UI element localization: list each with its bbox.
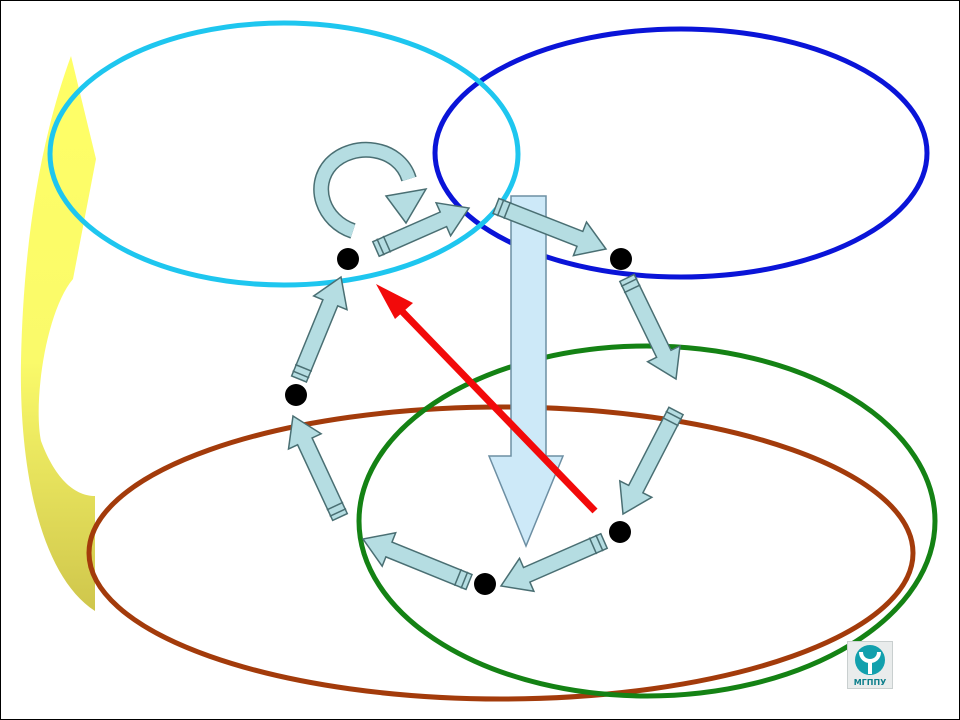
brown-ellipse <box>86 404 916 702</box>
cycle-arrow-bottom-right-to-bottom-body <box>499 532 609 593</box>
self-loop-arrow <box>313 141 428 239</box>
blue-ellipse <box>432 26 930 280</box>
cycle-arrow-top-to-right-node-body <box>492 197 608 257</box>
node-bottom <box>474 573 496 595</box>
cycle-arrow-right-down-tail-band-2 <box>623 284 641 294</box>
cycle-arrow-right-down <box>618 273 681 381</box>
cycle-arrow-right-lower-down-body <box>618 406 685 516</box>
node-left-top <box>337 248 359 270</box>
node-right-bottom <box>609 521 631 543</box>
node-left <box>285 384 307 406</box>
cycle-arrow-left-up-body <box>290 275 348 383</box>
cycle-arrow-bottom-right-to-bottom <box>499 532 609 593</box>
cycle-arrow-bottom-to-left <box>361 531 473 591</box>
cycle-arrow-left-lower-up-body <box>287 414 349 522</box>
cycle-arrow-left-lower-up-tail-band-2 <box>326 501 344 511</box>
cycle-arrow-top-to-right-node-tail-band-2 <box>503 201 512 220</box>
cycle-arrow-bottom-right-to-bottom-tail-band-1 <box>595 534 604 552</box>
cycle-arrow-right-lower-down <box>618 406 685 516</box>
cycle-arrow-bottom-to-left-tail-band-2 <box>453 568 462 587</box>
cycle-arrow-left-top-to-right-body <box>371 201 471 258</box>
cycle-arrow-left-top-to-right-tail-band-1 <box>376 238 385 256</box>
cycle-arrow-left-lower-up <box>287 414 349 522</box>
logo-text: МГППУ <box>853 678 887 687</box>
cycle-arrow-left-lower-up-tail-band-1 <box>329 508 347 517</box>
cycle-arrow-left-up <box>290 275 348 383</box>
cycle-arrow-bottom-to-left-tail-band-1 <box>460 571 469 589</box>
cycle-arrow-left-top-to-right-tail-band-2 <box>382 235 392 253</box>
cycle-arrow-right-lower-down-tail-band-2 <box>662 416 679 427</box>
cycle-arrow-left-up-tail-band-1 <box>292 370 310 379</box>
cycle-arrow-top-to-right-node <box>492 197 608 257</box>
cycle-arrow-right-lower-down-tail-band-1 <box>665 410 683 421</box>
yellow-curved-band <box>20 56 96 611</box>
cycle-arrow-bottom-right-to-bottom-tail-band-2 <box>588 537 598 555</box>
node-right-top <box>610 248 632 270</box>
cycle-arrow-right-down-body <box>618 273 681 381</box>
red-arrow <box>376 284 598 514</box>
cycle-arrow-bottom-to-left-body <box>361 531 473 591</box>
cycle-arrow-top-to-right-node-tail-band-1 <box>496 199 505 217</box>
green-ellipse <box>356 343 938 699</box>
mgppu-logo-icon <box>855 645 885 675</box>
cyan-ellipse <box>47 20 521 288</box>
cycle-arrow-right-down-tail-band-1 <box>620 277 638 288</box>
mgppu-logo: МГППУ <box>847 641 893 689</box>
cycle-arrow-left-top-to-right <box>371 201 471 258</box>
cycle-arrow-left-up-tail-band-2 <box>294 363 313 372</box>
cycle-arrows <box>287 197 685 593</box>
